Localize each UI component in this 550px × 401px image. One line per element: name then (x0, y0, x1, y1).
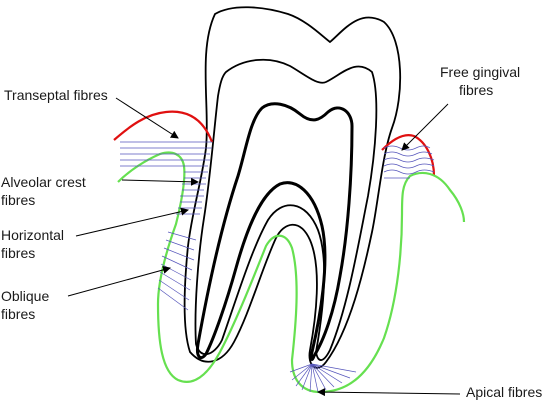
horizontal-arrow (75, 207, 189, 237)
label-alveolar-crest-fibres-2: fibres (1, 192, 36, 208)
fibres-group (120, 141, 435, 393)
label-oblique-fibres-1: Oblique (1, 288, 50, 304)
transeptal-arrow (115, 97, 179, 139)
bone-outline (117, 151, 466, 394)
label-oblique-fibres-2: fibres (1, 306, 36, 322)
apical-arrow (317, 388, 461, 397)
oblique-arrow (67, 265, 171, 297)
label-horizontal-fibres-2: fibres (1, 245, 36, 261)
gingiva-left (113, 110, 214, 143)
label-free-gingival-fibres-2: fibres (459, 82, 494, 98)
label-transeptal-fibres: Transeptal fibres (4, 87, 108, 103)
pulp-outline (196, 102, 354, 361)
free-gingival-arrow (401, 103, 449, 151)
label-horizontal-fibres-1: Horizontal (1, 227, 65, 243)
label-free-gingival-fibres-1: Free gingival (440, 64, 521, 80)
gingiva-right (381, 134, 436, 177)
tooth-outline (183, 6, 402, 369)
alveolar-crest-arrow (121, 177, 199, 186)
label-alveolar-crest-fibres-1: Alveolar crest (1, 174, 86, 190)
label-apical-fibres: Apical fibres (466, 384, 543, 400)
